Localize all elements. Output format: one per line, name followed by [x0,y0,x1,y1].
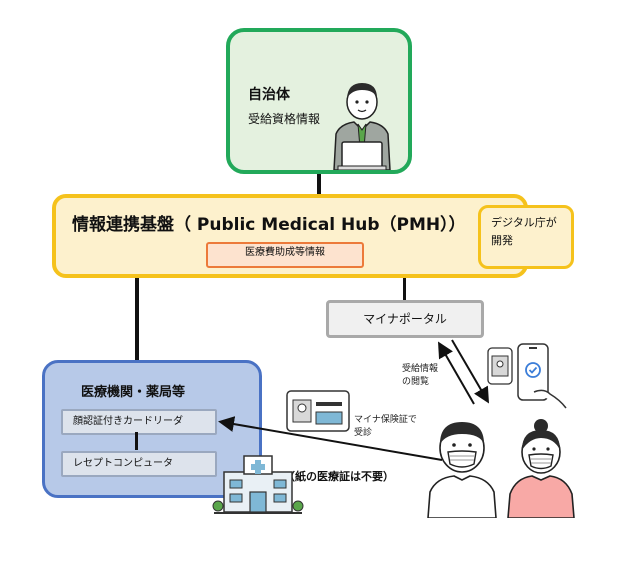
portal-to-user-arrow [451,339,490,404]
connector-reader-receipt [135,432,138,450]
smartphone-icon [487,343,567,409]
municipality-subtitle: 受給資格情報 [248,112,321,126]
paper-card-not-required-note: （紙の医療証は不要） [284,470,394,483]
card-note-line1: マイナ保険証で [354,415,417,425]
pmh-title: 情報連携基盤（ Public Medical Hub（PMH）） [72,215,466,235]
digital-agency-line1: デジタル庁が [491,216,557,229]
user-to-portal-arrow [438,341,475,405]
user-to-reader-arrow [218,416,443,461]
man-patient-icon [427,422,497,518]
card-note: マイナ保険証で 受診 [354,414,417,440]
card-note-line2: 受診 [354,428,373,438]
pmh-box: 情報連携基盤（ Public Medical Hub（PMH）） 医療費助成等情… [52,194,528,278]
mynaportal-box: マイナポータル [326,300,484,338]
portal-note-line1: 受給情報 [402,364,439,374]
mynaportal-label: マイナポータル [363,312,447,326]
connector-muni-pmh [317,174,321,196]
digital-agency-box: デジタル庁が 開発 [478,205,574,269]
pmh-tag: 医療費助成等情報 [206,242,364,268]
digital-agency-line2: 開発 [491,234,513,247]
municipality-box: 自治体 受給資格情報 [226,28,412,174]
municipality-title: 自治体 [248,87,290,103]
office-worker-icon [333,83,391,170]
my-number-card-icon [286,390,350,432]
connector-pmh-portal [403,278,406,302]
card-reader-box: 顔認証付きカードリーダ [61,409,217,435]
receipt-computer-box: レセプトコンピュータ [61,451,217,477]
woman-patient-icon [507,419,575,518]
connector-pmh-medical [135,278,139,362]
portal-note-line2: の閲覧 [402,377,430,387]
hospital-icon [212,455,304,514]
medical-title: 医療機関・薬局等 [81,385,186,400]
portal-note: 受給情報 の閲覧 [402,363,438,389]
